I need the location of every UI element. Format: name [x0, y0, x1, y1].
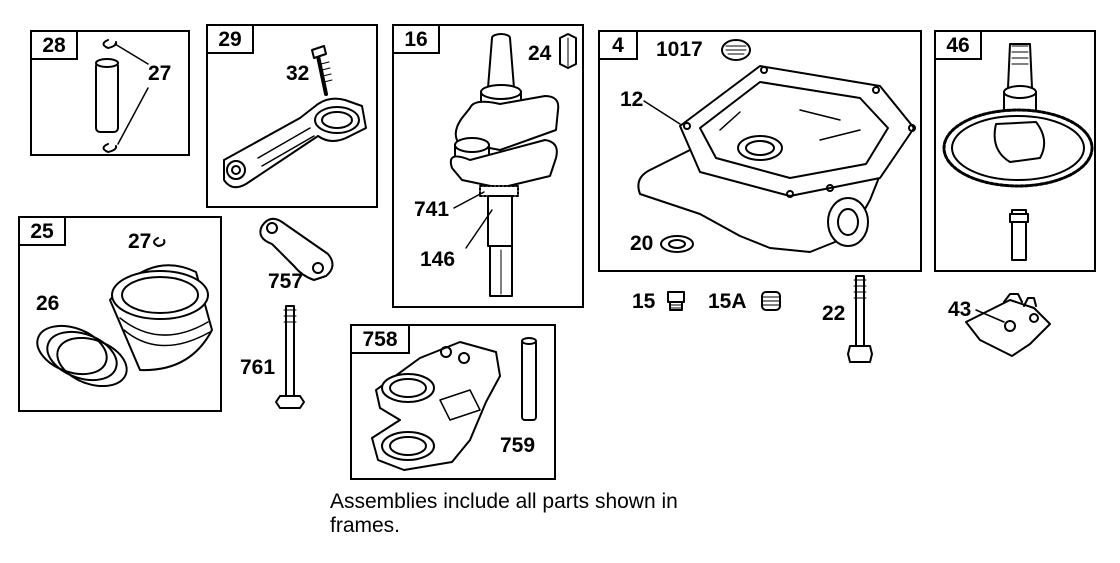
- label-757: 757: [268, 270, 304, 293]
- label-15: 15: [632, 290, 656, 313]
- label-27-piston-clip: 27: [128, 230, 152, 253]
- bearing-bracket-drawing: [372, 338, 536, 470]
- frame-25: [18, 216, 222, 412]
- connecting-rod-drawing: [224, 46, 366, 187]
- frame-4: [598, 30, 922, 272]
- frame-29-tag: 29: [206, 24, 254, 54]
- frame-28: [30, 30, 190, 156]
- piston-pin-drawing: [96, 40, 148, 152]
- label-20: 20: [630, 232, 654, 255]
- sump-cover-drawing: [638, 40, 915, 252]
- label-43: 43: [948, 298, 972, 321]
- frame-25-tag: 25: [18, 216, 66, 246]
- piston-drawing: [31, 238, 212, 395]
- frame-46-tag: 46: [934, 30, 982, 60]
- label-27-clips: 27: [148, 62, 172, 85]
- frame-28-tag: 28: [30, 30, 78, 60]
- label-1017: 1017: [656, 38, 703, 61]
- label-741: 741: [414, 198, 450, 221]
- plugs-bolt-governor-drawing: [668, 276, 1050, 362]
- label-12: 12: [620, 88, 644, 111]
- label-32: 32: [286, 62, 310, 85]
- frame-758: [350, 324, 556, 480]
- label-24: 24: [528, 42, 552, 65]
- assemblies-note: Assemblies include all parts shown in fr…: [330, 490, 790, 538]
- label-26: 26: [36, 292, 60, 315]
- label-761: 761: [240, 356, 276, 379]
- assemblies-note-line-1: Assemblies include all parts shown in: [330, 490, 678, 513]
- label-759: 759: [500, 434, 536, 457]
- frame-29: [206, 24, 378, 208]
- label-146: 146: [420, 248, 456, 271]
- frame-16: [392, 24, 584, 308]
- link-757-drawing: [260, 219, 332, 280]
- label-15a: 15A: [708, 290, 747, 313]
- frame-4-tag: 4: [598, 30, 638, 60]
- crankshaft-drawing: [451, 34, 576, 296]
- frame-758-tag: 758: [350, 324, 410, 354]
- bolt-761-drawing: [276, 306, 304, 408]
- frame-46: [934, 30, 1096, 272]
- assemblies-note-line-2: frames.: [330, 514, 401, 537]
- label-22: 22: [822, 302, 846, 325]
- frame-16-tag: 16: [392, 24, 440, 54]
- camshaft-gear-drawing: [944, 44, 1092, 260]
